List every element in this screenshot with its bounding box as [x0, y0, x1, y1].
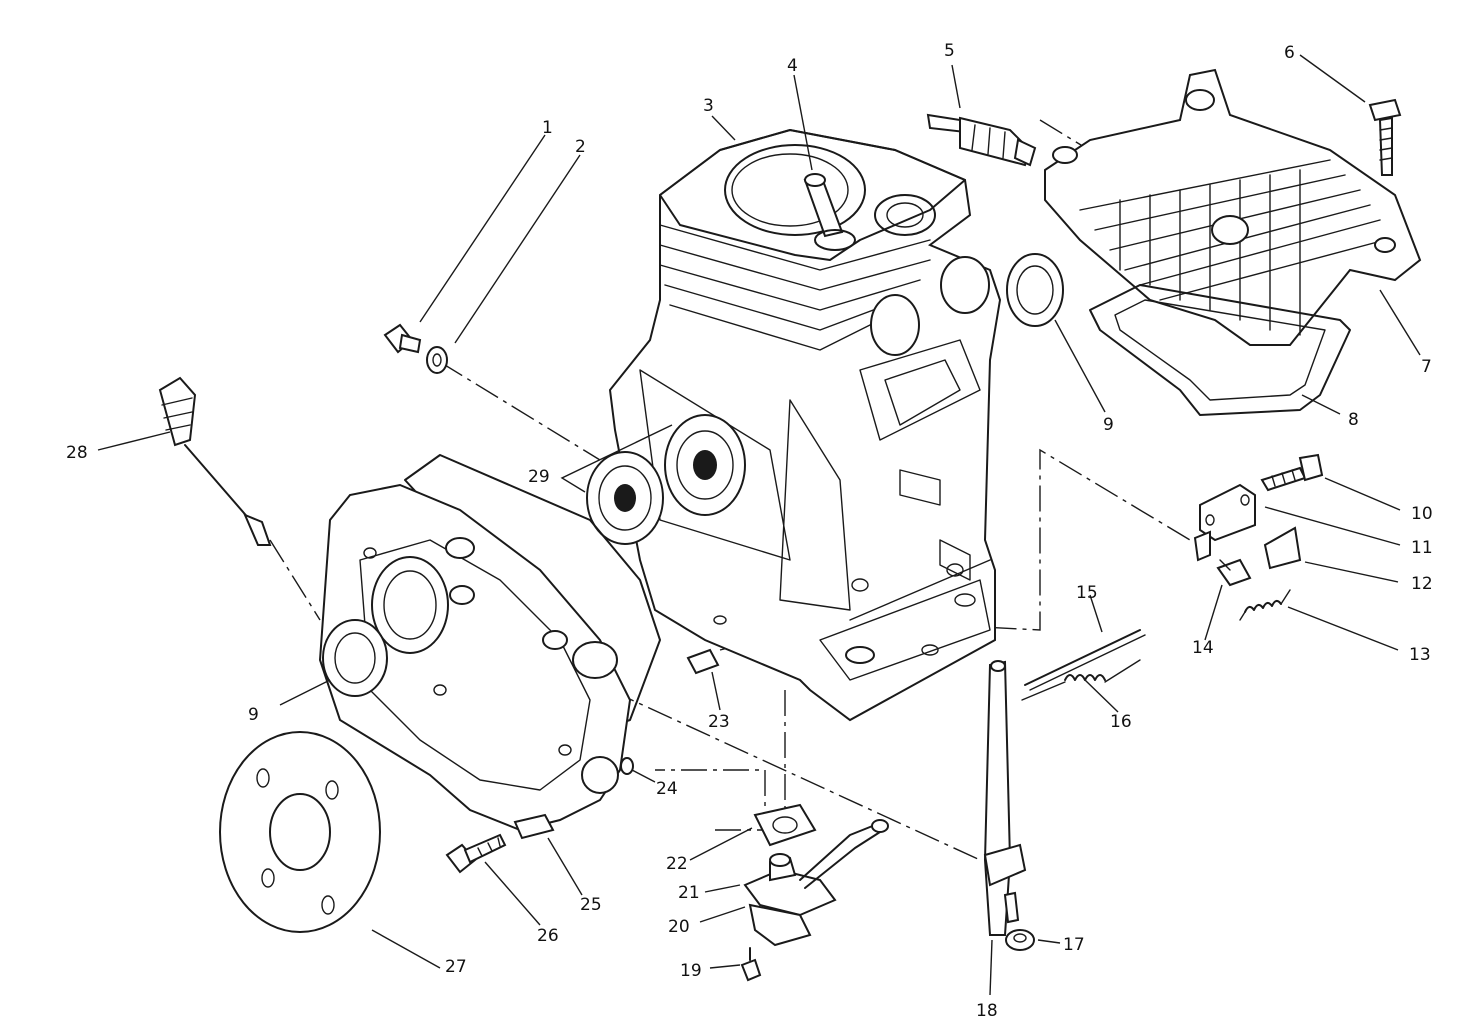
callout-9-lower: 9: [248, 705, 259, 725]
callout-11: 11: [1411, 538, 1433, 558]
washer-2: [426, 346, 448, 374]
callout-28: 28: [66, 443, 88, 463]
callout-3: 3: [703, 96, 714, 116]
screw-14: [1216, 558, 1252, 587]
cover-bolt: [445, 833, 507, 874]
nut-17: [1005, 929, 1035, 951]
callout-18: 18: [976, 1001, 998, 1021]
spring-13: [1239, 589, 1291, 621]
dowel-pin-23: [686, 648, 720, 675]
bracket-11: [1193, 483, 1256, 562]
callout-2: 2: [575, 137, 586, 157]
callout-10: 10: [1411, 504, 1433, 524]
crankcase-cover: [318, 483, 632, 832]
governor-rod-15: [1024, 629, 1146, 691]
callout-5: 5: [944, 41, 955, 61]
bolt-10: [1260, 453, 1324, 492]
callout-14: 14: [1192, 638, 1214, 658]
callout-4: 4: [787, 56, 798, 76]
engine-block: [608, 128, 1002, 722]
callout-9-upper: 9: [1103, 415, 1114, 435]
callout-6: 6: [1284, 43, 1295, 63]
callout-12: 12: [1411, 574, 1433, 594]
sensor-body-20: [748, 903, 812, 947]
dowel-pin-25: [513, 813, 555, 840]
head-gasket: [1089, 284, 1351, 416]
dipstick: [158, 376, 272, 546]
cylinder-head: [1044, 68, 1422, 346]
callout-25: 25: [580, 895, 602, 915]
callout-7: 7: [1421, 357, 1432, 377]
callout-24: 24: [656, 779, 678, 799]
callout-1: 1: [542, 118, 553, 138]
screw-19: [740, 947, 762, 982]
oil-seal-upper: [1006, 253, 1064, 327]
plug-24: [620, 757, 634, 775]
callout-20: 20: [668, 917, 690, 937]
callout-22: 22: [666, 854, 688, 874]
leader-lines: [97, 54, 1421, 996]
flywheel-disc: [219, 731, 381, 933]
main-bearings: [586, 414, 746, 545]
callout-21: 21: [678, 883, 700, 903]
oil-seal-lower: [322, 619, 388, 697]
plate-12: [1263, 526, 1302, 570]
callout-8: 8: [1348, 410, 1359, 430]
callout-19: 19: [680, 961, 702, 981]
callout-labels: 1 2 3 4 5 6 7 8 9 9 10 11 12 13 14 15 16…: [66, 41, 1433, 1021]
governor-lever: [983, 660, 1027, 936]
callout-16: 16: [1110, 712, 1132, 732]
oil-sensor-21: [743, 819, 889, 917]
gasket-22: [753, 803, 817, 847]
callout-23: 23: [708, 712, 730, 732]
callout-17: 17: [1063, 935, 1085, 955]
callout-29: 29: [528, 467, 550, 487]
spark-plug: [926, 113, 1037, 167]
callout-13: 13: [1409, 645, 1431, 665]
callout-27: 27: [445, 957, 467, 977]
screw-1: [383, 323, 422, 354]
callout-15: 15: [1076, 583, 1098, 603]
head-bolt: [1368, 98, 1402, 176]
callout-26: 26: [537, 926, 559, 946]
